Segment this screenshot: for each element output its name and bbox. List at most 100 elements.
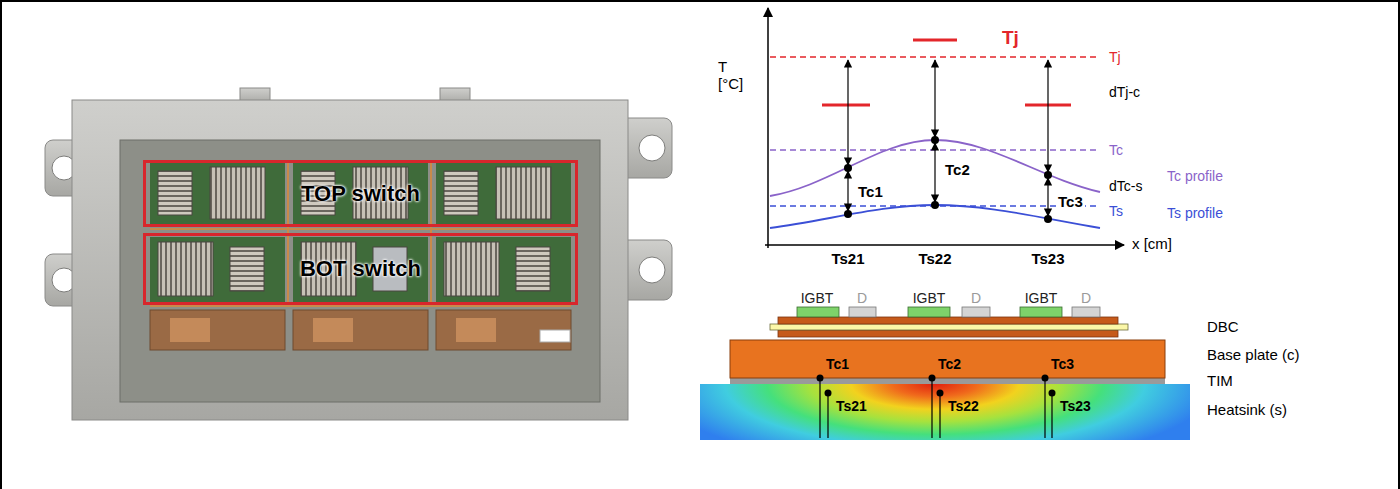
data-point xyxy=(844,210,852,218)
profile-label: Tc profile xyxy=(1165,168,1225,184)
diode-chip xyxy=(230,247,264,291)
delta-label: dTj-c xyxy=(1107,84,1142,100)
terminal-pad xyxy=(456,318,496,342)
dbc-substrate xyxy=(150,237,285,302)
dbc-substrate xyxy=(150,163,285,224)
chip-label: IGBT xyxy=(911,290,948,306)
sensor-stem xyxy=(819,378,820,438)
sensor-stem xyxy=(1051,393,1052,438)
sensor-stem xyxy=(939,393,940,438)
delta-arrow xyxy=(1047,178,1048,216)
diode-chip xyxy=(1072,307,1100,317)
sensor-stem xyxy=(1044,378,1045,438)
heatsink xyxy=(700,384,1190,440)
delta-arrow xyxy=(847,171,848,211)
y-axis xyxy=(767,8,769,248)
diode-chip xyxy=(962,307,990,317)
terminal-pad xyxy=(170,318,210,342)
dbc-substrate xyxy=(436,163,571,224)
group-title: BOT switch xyxy=(300,256,421,281)
sensor-label: Tc2 xyxy=(938,356,961,372)
layer-label: Base plate (c) xyxy=(1205,346,1302,363)
frame-line xyxy=(1398,0,1400,489)
sensor-stem xyxy=(827,393,828,438)
mounting-hole xyxy=(639,257,665,283)
igbt-chip xyxy=(1020,307,1062,317)
terminal-pad xyxy=(436,310,571,350)
frame-line xyxy=(0,0,2,489)
sensor-label: Tc1 xyxy=(826,356,849,372)
sensor-label: Tc3 xyxy=(1051,356,1074,372)
dbc-substrate xyxy=(293,237,428,302)
module-photo xyxy=(45,88,672,420)
point-label: Tc3 xyxy=(1056,193,1085,210)
profile-label: Ts profile xyxy=(1165,205,1225,221)
layer-label: DBC xyxy=(1205,318,1241,335)
igbt-chip xyxy=(797,307,839,317)
data-point xyxy=(1044,215,1052,223)
delta-label: dTc-s xyxy=(1107,178,1144,194)
terminal-pad xyxy=(293,310,428,350)
igbt-chip xyxy=(908,307,950,317)
chip-label: D xyxy=(969,290,983,306)
diode-chip xyxy=(516,247,550,291)
switch-group-box: TOP switch xyxy=(143,160,578,227)
mounting-hole xyxy=(639,135,665,161)
terminal-pad xyxy=(150,310,285,350)
point-label: Tc1 xyxy=(856,183,885,200)
temperature-label: Tj xyxy=(1000,27,1021,49)
dbc-copper xyxy=(778,317,1118,324)
base-plate-layer xyxy=(730,340,1165,378)
sensor-label: Ts23 xyxy=(1060,398,1091,414)
igbt-chip xyxy=(496,167,551,219)
sensor-label: Ts21 xyxy=(836,398,867,414)
point-label: Ts23 xyxy=(1029,250,1066,267)
chip-label: D xyxy=(855,290,869,306)
axis-label: x [cm] xyxy=(1130,235,1174,252)
tj-dashed-line xyxy=(770,56,1100,58)
delta-arrow xyxy=(934,60,935,137)
sensor-stem xyxy=(931,378,932,438)
tim-layer xyxy=(730,378,1165,384)
terminal-pad xyxy=(313,318,353,342)
frame-line xyxy=(0,0,1400,2)
temperature-label: Tj xyxy=(1107,49,1123,65)
diode-chip xyxy=(158,171,192,215)
dbc-copper xyxy=(778,330,1118,337)
layer-label: Heatsink (s) xyxy=(1205,401,1289,418)
diode-chip xyxy=(444,171,478,215)
point-label: Tc2 xyxy=(943,161,972,178)
dbc-substrate xyxy=(293,163,428,224)
temperature-label: Tc xyxy=(1107,142,1125,158)
temperature-label: Ts xyxy=(1107,203,1125,219)
sensor-part xyxy=(540,330,570,342)
delta-arrow xyxy=(847,60,848,165)
data-point xyxy=(844,164,852,172)
point-label: Ts21 xyxy=(829,250,866,267)
chip-label: D xyxy=(1079,290,1093,306)
temperature-chart xyxy=(765,8,1124,248)
dbc-ceramic xyxy=(770,324,1128,330)
group-title: TOP switch xyxy=(301,181,420,206)
diode-chip xyxy=(849,307,876,317)
sensor-label: Ts22 xyxy=(948,398,979,414)
chip-label: IGBT xyxy=(799,290,836,306)
data-point xyxy=(931,136,939,144)
igbt-chip xyxy=(158,242,213,296)
point-label: Ts22 xyxy=(916,250,953,267)
igbt-chip xyxy=(210,167,265,219)
tj-bar xyxy=(913,39,957,42)
axis-label: T [°C] xyxy=(716,58,756,93)
dbc-substrate xyxy=(436,237,571,302)
layer-label: TIM xyxy=(1205,372,1235,389)
switch-group-box: BOT switch xyxy=(143,233,578,305)
cross-section xyxy=(700,307,1190,440)
igbt-chip xyxy=(444,242,499,296)
x-axis xyxy=(765,244,1124,246)
tj-bar xyxy=(822,104,870,107)
housing-frame xyxy=(120,140,600,402)
delta-arrow xyxy=(1047,60,1048,172)
